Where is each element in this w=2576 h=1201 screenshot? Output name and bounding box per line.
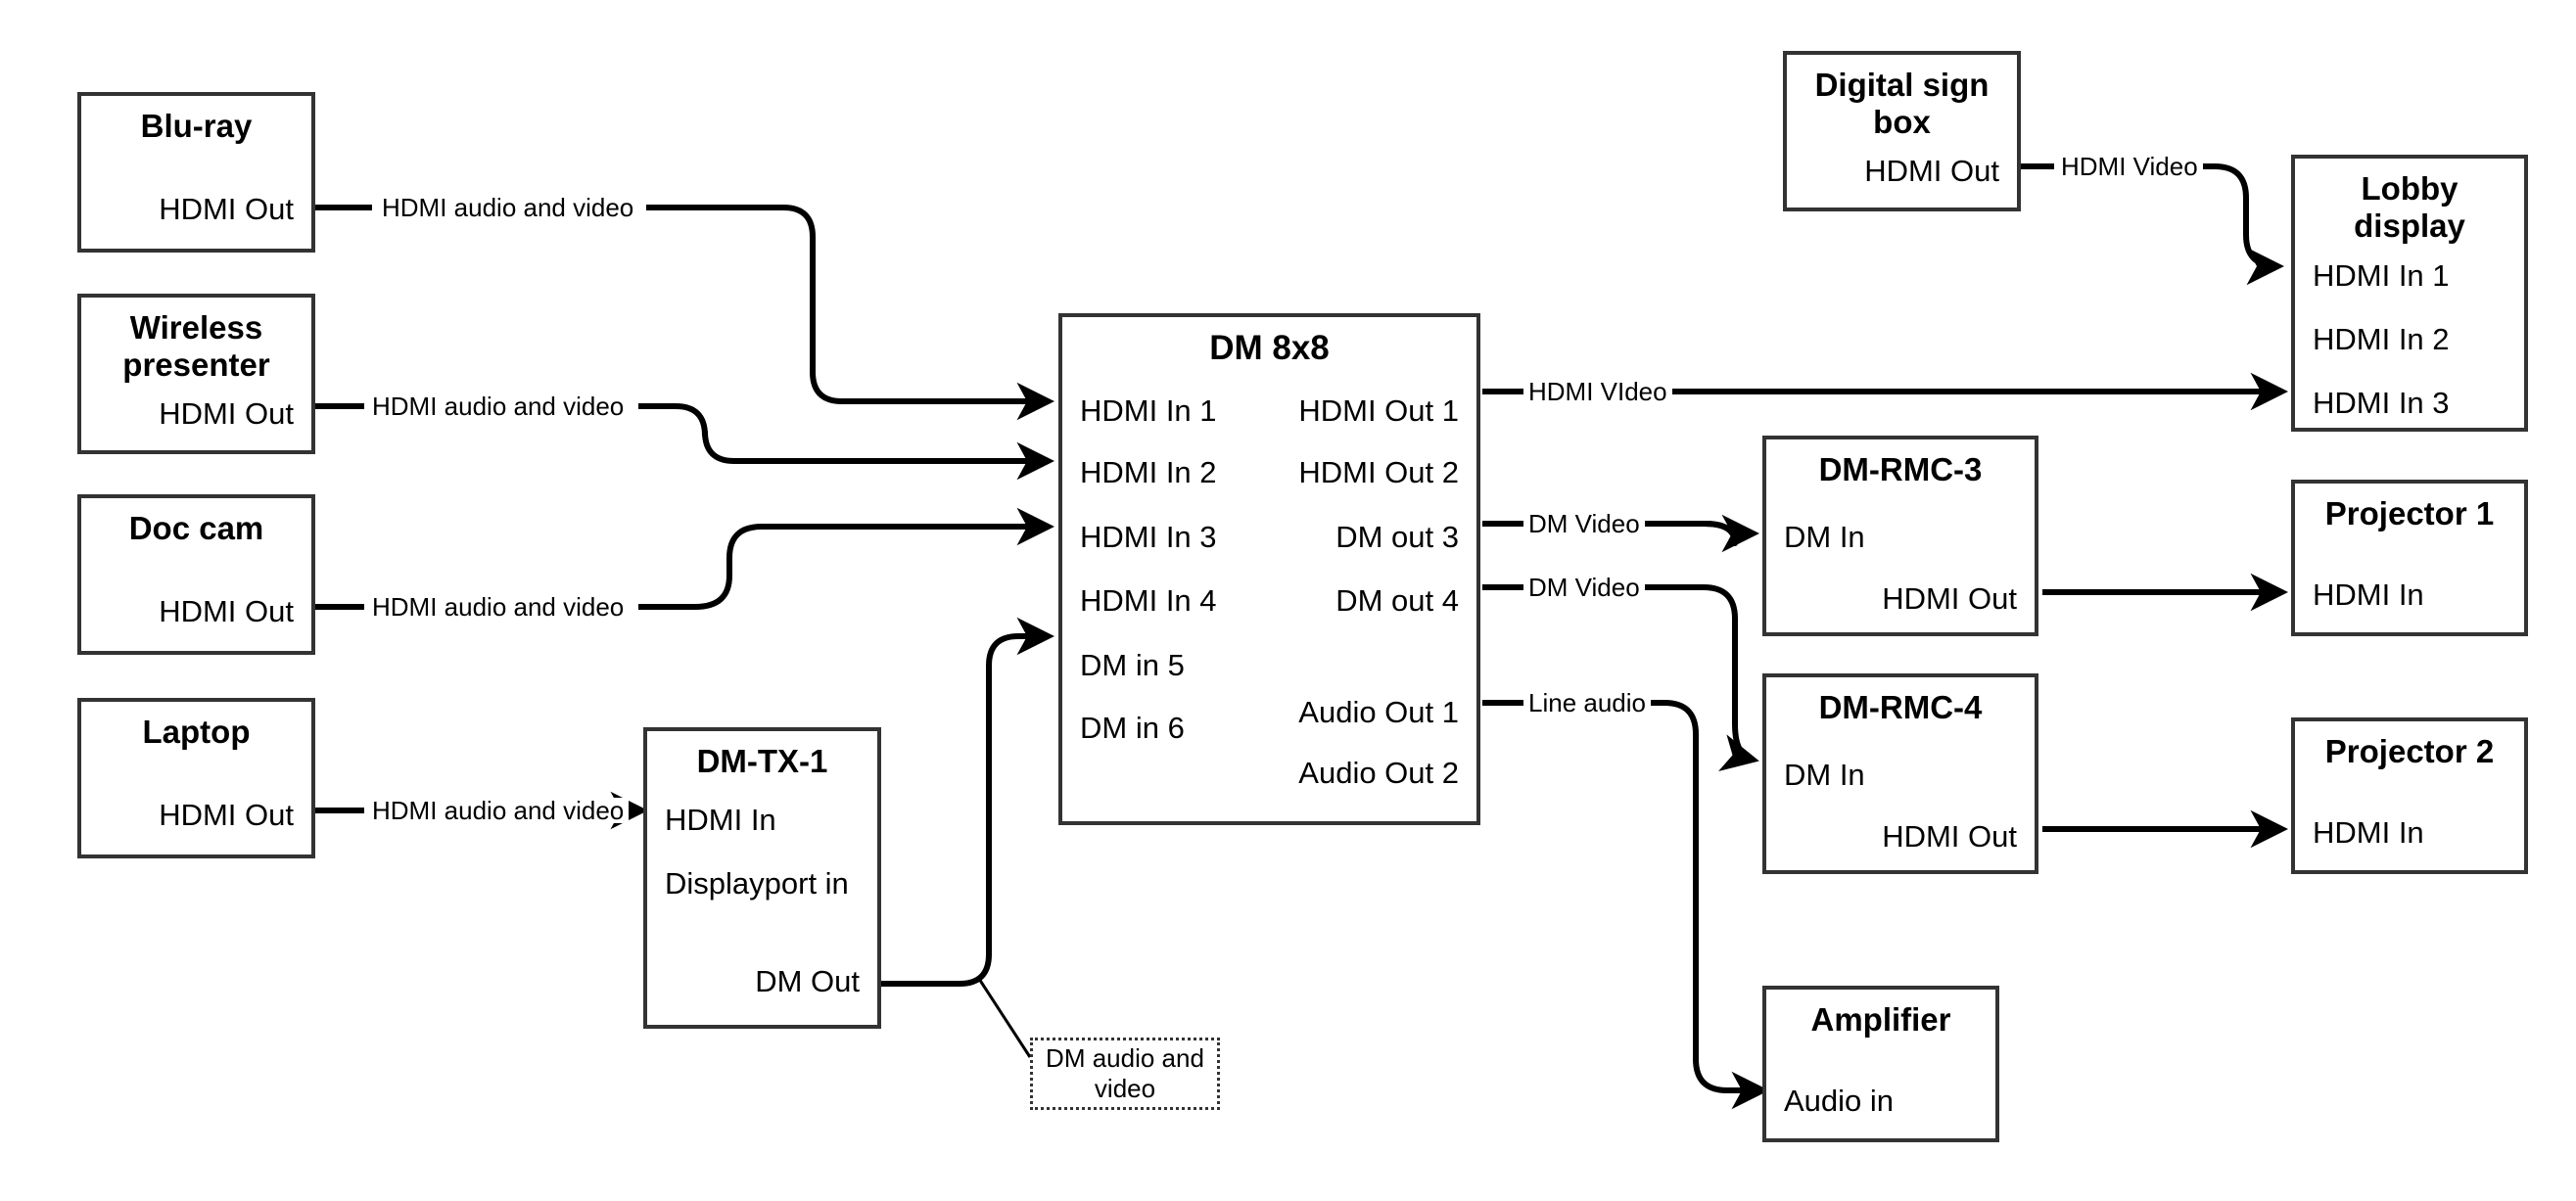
- node-projector-1[interactable]: Projector 1 HDMI In: [2291, 480, 2528, 636]
- node-dm-8x8-input-5: DM in 5: [1080, 648, 1185, 682]
- node-dm-rmc-3[interactable]: DM-RMC-3 DM In HDMI Out: [1762, 436, 2038, 636]
- wire-dmtx1-to-dm8x8: [881, 617, 1054, 987]
- node-dm-8x8-output-6: Audio Out 2: [1298, 756, 1459, 790]
- node-dm-rmc-4[interactable]: DM-RMC-4 DM In HDMI Out: [1762, 673, 2038, 874]
- edge-label-bluray-to-dm8x8: HDMI audio and video: [377, 195, 639, 220]
- note-line-1: DM audio and: [1046, 1043, 1204, 1074]
- node-dm-rmc-3-title: DM-RMC-3: [1818, 451, 1983, 487]
- node-dm-8x8-input-2: HDMI In 2: [1080, 455, 1217, 489]
- node-wireless-presenter-title-line1: Wireless: [129, 309, 263, 346]
- edge-label-dm8x8-to-rmc3: DM Video: [1523, 511, 1645, 536]
- node-lobby-display-input-3: HDMI In 3: [2313, 386, 2450, 420]
- node-dm-rmc-4-port-hdmi-out: HDMI Out: [1882, 819, 2017, 854]
- node-dm-8x8-output-1: HDMI Out 1: [1298, 393, 1459, 428]
- node-projector-1-port-hdmi-in: HDMI In: [2313, 577, 2424, 612]
- node-dm-8x8-input-6: DM in 6: [1080, 711, 1185, 745]
- node-amplifier[interactable]: Amplifier Audio in: [1762, 986, 1999, 1142]
- node-dm-tx-1[interactable]: DM-TX-1 HDMI In Displayport in DM Out: [643, 727, 881, 1029]
- node-digital-sign-box[interactable]: Digital sign box HDMI Out: [1783, 51, 2021, 211]
- node-dm-8x8-input-4: HDMI In 4: [1080, 583, 1217, 618]
- wire-dm-rmc3-curve-a: [1637, 521, 1741, 543]
- node-dm-8x8[interactable]: DM 8x8 HDMI In 1 HDMI In 2 HDMI In 3 HDM…: [1058, 313, 1480, 825]
- edge-label-sign-to-lobby: HDMI Video: [2056, 154, 2203, 179]
- note-dm-audio-and-video: DM audio and video: [1030, 1038, 1220, 1110]
- node-doc-cam[interactable]: Doc cam HDMI Out: [77, 494, 315, 655]
- node-wireless-presenter-title: Wireless presenter: [81, 298, 311, 383]
- node-lobby-display-input-1: HDMI In 1: [2313, 258, 2450, 293]
- edge-label-wireless-to-dm8x8: HDMI audio and video: [367, 393, 630, 419]
- node-amplifier-title: Amplifier: [1810, 1001, 1951, 1038]
- node-dm-tx-1-port-displayport-in: Displayport in: [665, 866, 849, 901]
- wire-dm8x8-to-amplifier: [1637, 700, 1769, 1110]
- node-bluray-port-hdmi-out: HDMI Out: [159, 192, 294, 226]
- node-dm-8x8-output-3: DM out 3: [1335, 520, 1459, 554]
- node-dm-tx-1-port-hdmi-in: HDMI In: [665, 803, 776, 837]
- node-dm-tx-1-title: DM-TX-1: [696, 743, 828, 779]
- node-dm-8x8-input-3: HDMI In 3: [1080, 520, 1217, 554]
- edge-label-dm8x8-to-lobby: HDMI VIdeo: [1523, 379, 1672, 404]
- node-projector-1-title: Projector 1: [2324, 495, 2495, 531]
- node-laptop-title: Laptop: [142, 714, 251, 750]
- node-digital-sign-box-title-line1: Digital sign: [1814, 67, 1990, 103]
- node-dm-tx-1-port-dm-out: DM Out: [755, 964, 860, 998]
- node-projector-2[interactable]: Projector 2 HDMI In: [2291, 717, 2528, 874]
- node-bluray[interactable]: Blu-ray HDMI Out: [77, 92, 315, 253]
- wire-sign-to-lobby: [2196, 163, 2284, 286]
- node-doc-cam-title: Doc cam: [128, 510, 264, 546]
- node-wireless-presenter[interactable]: Wireless presenter HDMI Out: [77, 294, 315, 454]
- node-dm-8x8-output-5: Audio Out 1: [1298, 695, 1459, 729]
- node-dm-rmc-3-port-hdmi-out: HDMI Out: [1882, 581, 2017, 616]
- node-lobby-display[interactable]: Lobby display HDMI In 1 HDMI In 2 HDMI I…: [2291, 155, 2528, 432]
- node-lobby-display-title-line2: display: [2354, 207, 2465, 244]
- node-amplifier-port-audio-in: Audio in: [1784, 1084, 1895, 1118]
- node-digital-sign-box-title-line2: box: [1873, 103, 1931, 140]
- node-projector-2-port-hdmi-in: HDMI In: [2313, 815, 2424, 850]
- node-laptop-port-hdmi-out: HDMI Out: [159, 798, 294, 832]
- node-dm-8x8-title: DM 8x8: [1209, 329, 1330, 367]
- node-digital-sign-box-port-hdmi-out: HDMI Out: [1864, 154, 1999, 188]
- wire-bluray-to-dm8x8: [646, 205, 1054, 421]
- node-bluray-title: Blu-ray: [140, 108, 253, 144]
- edge-label-doccam-to-dm8x8: HDMI audio and video: [367, 594, 630, 620]
- node-dm-rmc-4-port-dm-in: DM In: [1784, 758, 1865, 792]
- node-doc-cam-port-hdmi-out: HDMI Out: [159, 594, 294, 628]
- wire-dm8x8-to-rmc4: [1637, 584, 1759, 771]
- wire-doccam-to-dm8x8: [638, 507, 1054, 610]
- node-projector-2-title: Projector 2: [2324, 733, 2495, 769]
- node-dm-rmc-4-title: DM-RMC-4: [1818, 689, 1983, 725]
- node-dm-8x8-output-4: DM out 4: [1335, 583, 1459, 618]
- node-lobby-display-input-2: HDMI In 2: [2313, 322, 2450, 356]
- wire-note-leader: [977, 978, 1032, 1058]
- edge-label-dm8x8-to-rmc4: DM Video: [1523, 575, 1645, 600]
- node-lobby-display-title-line1: Lobby: [2361, 170, 2459, 207]
- edge-label-laptop-to-dmtx1: HDMI audio and video: [367, 798, 630, 823]
- node-dm-rmc-3-port-dm-in: DM In: [1784, 520, 1865, 554]
- node-wireless-presenter-title-line2: presenter: [122, 346, 270, 383]
- node-digital-sign-box-title: Digital sign box: [1787, 55, 2017, 140]
- node-dm-8x8-input-1: HDMI In 1: [1080, 393, 1217, 428]
- wire-wireless-to-dm8x8: [638, 403, 1054, 481]
- note-line-2: video: [1094, 1074, 1156, 1103]
- edge-label-dm8x8-to-amplifier: Line audio: [1523, 690, 1651, 716]
- node-wireless-presenter-port-hdmi-out: HDMI Out: [159, 396, 294, 431]
- node-lobby-display-title: Lobby display: [2295, 159, 2524, 244]
- note-dm-audio-and-video-text: DM audio and video: [1041, 1043, 1209, 1103]
- wire-dm8x8-to-rmc3: [1637, 514, 1759, 553]
- node-laptop[interactable]: Laptop HDMI Out: [77, 698, 315, 858]
- node-dm-8x8-output-2: HDMI Out 2: [1298, 455, 1459, 489]
